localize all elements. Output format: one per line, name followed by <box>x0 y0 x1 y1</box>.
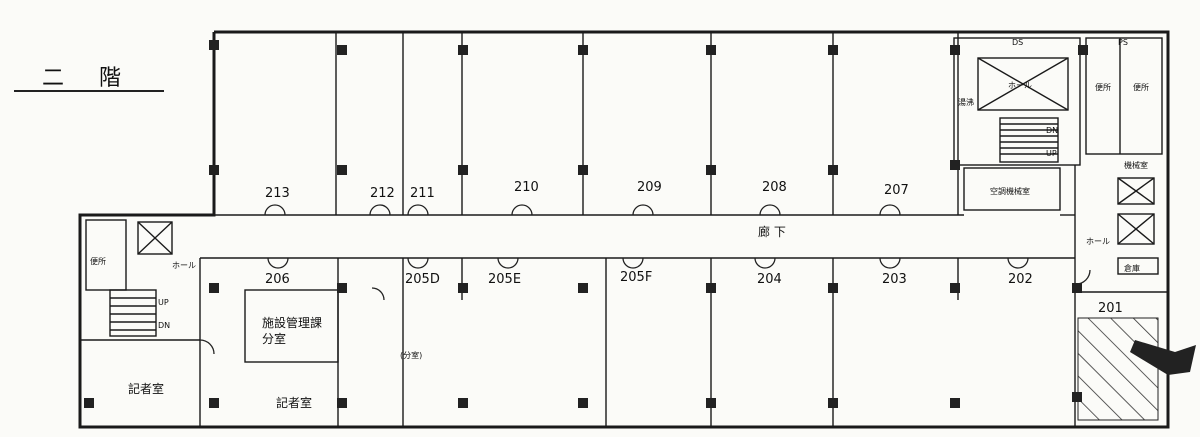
floor-title-underline <box>14 90 164 92</box>
stair-up-left-label: UP <box>158 298 169 307</box>
service-core-left <box>85 219 173 337</box>
branch-office-label: 分室 <box>262 331 286 346</box>
wc-middle-label: 便所 <box>1095 82 1111 92</box>
hall-right-label: ホール <box>1086 237 1110 246</box>
corridor-walls <box>200 165 1076 292</box>
room-202-label: 202 <box>1008 272 1033 287</box>
floor-title-text: 二 階 <box>42 66 135 91</box>
corridor-label: 廊 下 <box>758 224 786 239</box>
branch-label: (分室) <box>400 350 422 360</box>
room-213-label: 213 <box>265 186 290 201</box>
press-room-left-label: 記者室 <box>128 381 164 396</box>
room-205D-label: 205D <box>405 272 440 287</box>
press-room-right-label: 記者室 <box>276 395 312 410</box>
room-208-label: 208 <box>762 180 787 195</box>
water-closet-label: 湯沸 <box>958 97 974 107</box>
room-204-label: 204 <box>757 272 782 287</box>
air-conditioning-room-label: 空調機械室 <box>990 186 1030 196</box>
ps-label: PS <box>1118 38 1128 47</box>
room-207-label: 207 <box>884 183 909 198</box>
area-labels: 廊 下 ホール ホール 施設管理課 分室 記者室 記者室 (分室) 空調機械室 … <box>90 38 1149 410</box>
room-205F-label: 205F <box>620 270 652 285</box>
room-209-label: 209 <box>637 180 662 195</box>
mechanical-label: 機械室 <box>1124 160 1148 170</box>
room-labels-north: 213 212 211 210 209 208 207 <box>265 180 909 201</box>
outer-walls <box>78 30 1170 429</box>
floor-title: 二 階 <box>14 60 170 96</box>
stair-dn-left-label: DN <box>158 321 170 330</box>
doors-north <box>264 204 901 216</box>
room-212-label: 212 <box>370 186 395 201</box>
stair-up-right-label: UP <box>1046 149 1057 158</box>
doors-south <box>199 257 1091 355</box>
columns <box>84 40 1088 408</box>
hall-left-label: ホール <box>172 261 196 270</box>
room-206-label: 206 <box>265 272 290 287</box>
wc-left-label: 便所 <box>90 256 106 266</box>
north-partitions <box>335 32 959 215</box>
room-201-label: 201 <box>1098 301 1123 316</box>
room-210-label: 210 <box>514 180 539 195</box>
room-211-label: 211 <box>410 186 435 201</box>
service-core-right <box>953 37 1163 275</box>
room-labels-south: 206 205D 205E 205F 204 203 202 201 <box>265 270 1123 316</box>
stair-dn-right-label: DN <box>1046 126 1058 135</box>
ds-label: DS <box>1012 38 1023 47</box>
wc-right-label: 便所 <box>1133 82 1149 92</box>
room-203-label: 203 <box>882 272 907 287</box>
room-201-hatch <box>1077 317 1196 421</box>
room-205E-label: 205E <box>488 272 521 287</box>
elevator-hall-label: ホール <box>1008 81 1032 90</box>
storage-label: 倉庫 <box>1124 263 1140 273</box>
facilities-office-label: 施設管理課 <box>262 315 322 330</box>
